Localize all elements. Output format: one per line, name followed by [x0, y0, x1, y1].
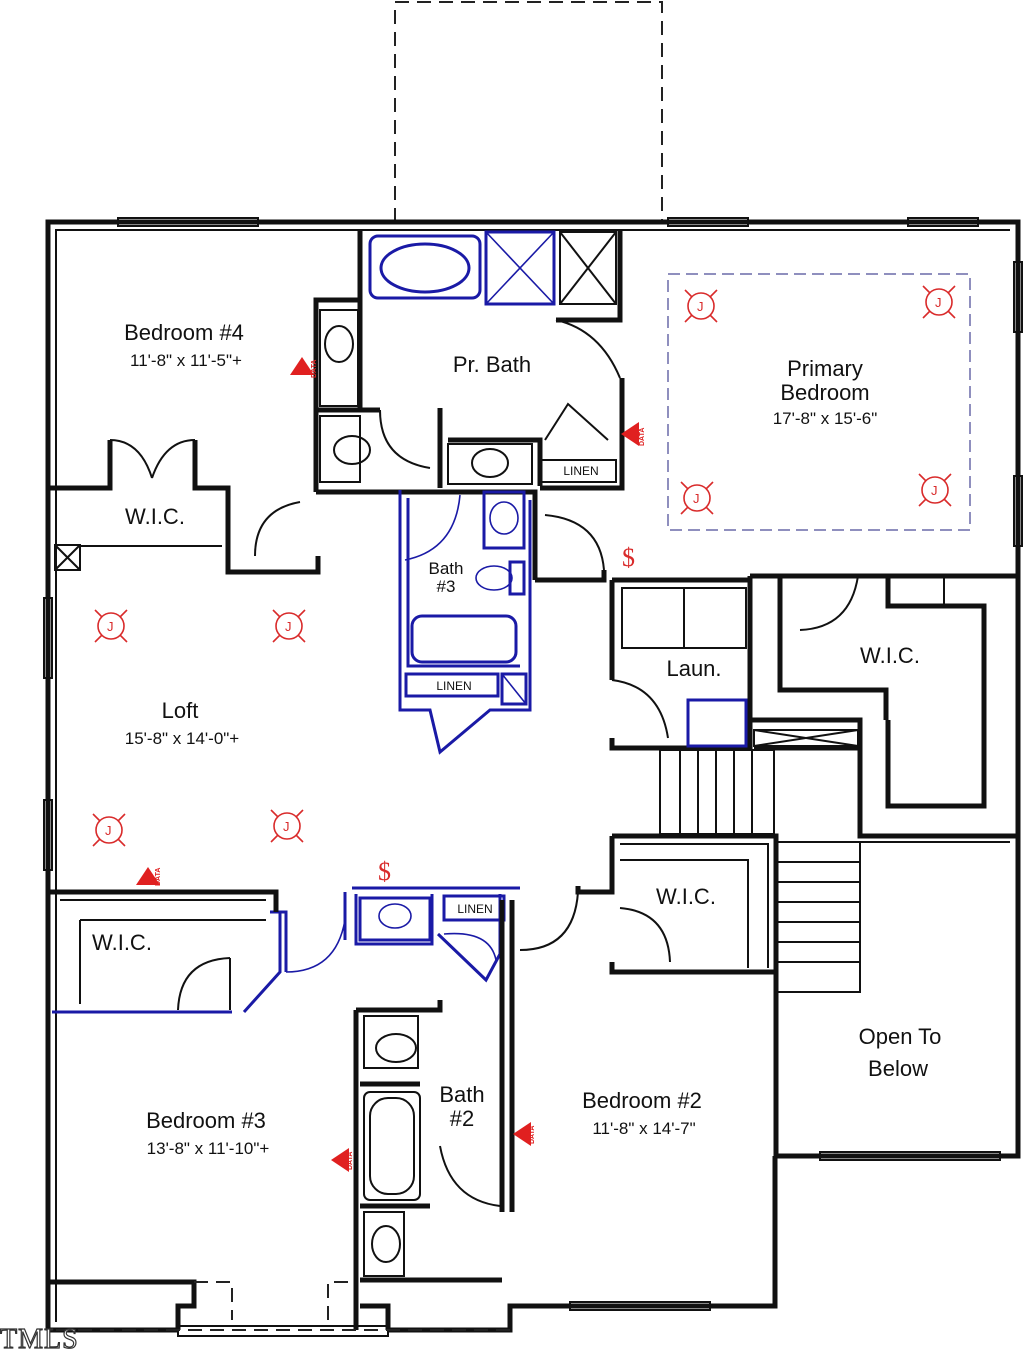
- data-outlet-icon: DATA: [331, 1148, 354, 1172]
- wic-bed3-name: W.I.C.: [92, 930, 152, 955]
- bedroom3-name: Bedroom #3: [146, 1108, 266, 1133]
- svg-text:DATA: DATA: [311, 360, 318, 378]
- tray-ceiling-outline: [667, 273, 971, 531]
- data-outlet-icons: DATA DATA DATA DATA DATA: [136, 357, 646, 1172]
- svg-text:J: J: [931, 483, 938, 498]
- svg-text:J: J: [107, 619, 114, 634]
- bath3-name-2: #3: [437, 577, 456, 596]
- bath3-name-1: Bath: [429, 559, 464, 578]
- svg-text:DATA: DATA: [529, 1126, 536, 1144]
- svg-text:J: J: [105, 823, 112, 838]
- bedroom4-name: Bedroom #4: [124, 320, 244, 345]
- junction-box-icon: J: [680, 481, 714, 515]
- svg-text:DATA: DATA: [347, 1152, 354, 1170]
- linen-bath2-label: LINEN: [457, 902, 492, 916]
- primary-bedroom-name-2: Bedroom: [780, 380, 869, 405]
- loft-dims: 15'-8" x 14'-0"+: [125, 729, 240, 748]
- junction-box-icon: J: [94, 609, 128, 643]
- windows: [43, 217, 1023, 1337]
- bedroom2-wic-walls: [519, 833, 1010, 1156]
- junction-box-icon: J: [922, 285, 956, 319]
- bedroom3-walls: [48, 889, 510, 1331]
- data-outlet-icon: DATA: [513, 1122, 536, 1146]
- data-outlet-icon: DATA: [136, 867, 162, 886]
- open-below-line1: Open To: [859, 1024, 942, 1049]
- linen-pr-label: LINEN: [563, 464, 598, 478]
- junction-box-icon: J: [684, 289, 718, 323]
- wic-bed2-name: W.I.C.: [656, 884, 716, 909]
- dashed-porch-outline: [394, 1, 663, 222]
- primary-bath-fixtures: [319, 230, 556, 485]
- laundry-walls: [535, 514, 1018, 839]
- svg-text:J: J: [285, 619, 292, 634]
- wic-bed4-name: W.I.C.: [125, 504, 185, 529]
- stairs: [659, 749, 861, 993]
- bath2-name-2: #2: [450, 1106, 474, 1131]
- svg-text:J: J: [697, 299, 704, 314]
- junction-box-icon: J: [270, 809, 304, 843]
- wic-primary-name: W.I.C.: [860, 643, 920, 668]
- bedroom3-dims: 13'-8" x 11'-10"+: [147, 1139, 270, 1158]
- primary-bedroom-dims: 17'-8" x 15'-6": [773, 409, 878, 428]
- linen-bath3-label: LINEN: [436, 679, 471, 693]
- bedroom2-name: Bedroom #2: [582, 1088, 702, 1113]
- junction-box-icons: J J J J J J J J: [92, 285, 956, 847]
- bath3-walls: [398, 490, 532, 755]
- loft-name: Loft: [162, 698, 199, 723]
- junction-box-icon: J: [92, 813, 126, 847]
- bath2-name-1: Bath: [439, 1082, 484, 1107]
- junction-box-icon: J: [272, 609, 306, 643]
- primary-bedroom-name-1: Primary: [787, 356, 863, 381]
- switch-icon: $: [378, 857, 391, 886]
- laundry-name: Laun.: [666, 656, 721, 681]
- svg-text:J: J: [935, 295, 942, 310]
- svg-text:J: J: [283, 819, 290, 834]
- pr-bath-name: Pr. Bath: [453, 352, 531, 377]
- svg-text:J: J: [693, 491, 700, 506]
- bath2-walls: [270, 886, 520, 1330]
- watermark: TMLS: [0, 1324, 79, 1352]
- bedroom4-dims: 11'-8" x 11'-5"+: [130, 351, 242, 370]
- svg-text:DATA: DATA: [639, 428, 646, 446]
- bedroom4-walls: [48, 230, 363, 575]
- exterior-walls: [45, 219, 1021, 1333]
- svg-text:DATA: DATA: [155, 868, 162, 886]
- room-labels: Bedroom #4 11'-8" x 11'-5"+ Pr. Bath Pri…: [92, 320, 941, 1158]
- primary-bath-walls: [316, 230, 625, 580]
- data-outlet-icon: DATA: [290, 357, 318, 378]
- switch-icon: $: [622, 543, 635, 572]
- open-below-line2: Below: [868, 1056, 928, 1081]
- bedroom2-dims: 11'-8" x 14'-7": [592, 1119, 695, 1138]
- data-outlet-icon: DATA: [621, 422, 646, 446]
- junction-box-icon: J: [918, 473, 952, 507]
